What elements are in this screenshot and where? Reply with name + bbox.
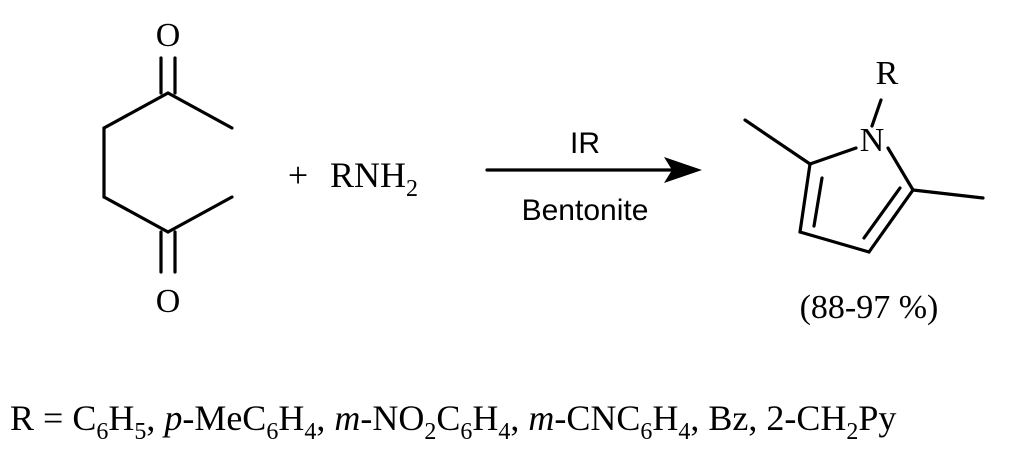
r-definition-segment: H (108, 398, 134, 438)
bond-n-r (870, 98, 883, 128)
r-definition-segment: , (316, 398, 334, 438)
r-definition-segment: 6 (640, 419, 652, 445)
condition-below-arrow: Bentonite (522, 194, 649, 227)
amine-base: RNH (330, 155, 406, 195)
r-definition-segment: -CNC (554, 398, 640, 438)
r-definition-segment: , (510, 398, 528, 438)
bond-c2-c3 (798, 162, 812, 234)
r-definition-segment: C (436, 398, 460, 438)
r-definition-segment: H (472, 398, 498, 438)
r-definition-segment: 4 (304, 419, 316, 445)
bond-c4-c5 (867, 188, 915, 254)
r-definition-segment: 4 (498, 419, 510, 445)
r-definition-segment: m (334, 398, 360, 438)
pyrrole-structure: R N (743, 55, 985, 254)
hexanedione-structure: O O (102, 17, 234, 320)
reaction-arrow (485, 157, 702, 183)
bond-c2-c3-inner (812, 176, 824, 228)
r-definition-segment: H (652, 398, 678, 438)
bond-c2-c3 (102, 91, 170, 130)
substituent-r-label: R (876, 55, 899, 92)
r-definition-segment: 4 (678, 419, 690, 445)
r-group-definition: R = C6H5, p-MeC6H4, m-NO2C6H4, m-CNC6H4,… (10, 398, 896, 445)
r-definition-segment: 6 (460, 419, 472, 445)
r-definition-segment: 2 (424, 419, 436, 445)
bond-c2-methyl (743, 118, 812, 166)
arrow-head (664, 157, 702, 183)
amine-subscript: 2 (406, 176, 418, 202)
r-definition-segment: -MeC (182, 398, 266, 438)
r-definition-segment: 5 (134, 419, 146, 445)
bond-c2-c1 (166, 91, 234, 130)
r-definition-segment: 6 (96, 419, 108, 445)
r-definition-segment: 2 (846, 419, 858, 445)
bond-c5-methyl (911, 188, 985, 200)
r-definition-segment: p (161, 398, 182, 438)
bond-c4-c5-inner (862, 186, 902, 240)
yield-label: (88-97 %) (800, 289, 939, 326)
bond-c5-c6 (166, 195, 234, 234)
bond-c3-c4 (798, 230, 871, 254)
bond-c4-c5 (102, 195, 170, 234)
r-definition-segment: R = C (10, 398, 96, 438)
plus-sign: + (288, 155, 308, 195)
bond-n-c2 (808, 146, 858, 166)
oxygen-bottom-label: O (156, 283, 181, 320)
r-definition-segment: m (528, 398, 554, 438)
r-definition-segment: H (278, 398, 304, 438)
oxygen-top-label: O (156, 17, 181, 54)
r-definition-segment: Py (858, 398, 896, 438)
r-definition-segment: , (146, 398, 164, 438)
r-definition-segment: -NO (360, 398, 424, 438)
bond-n-c5 (886, 146, 915, 192)
amine-formula: RNH2 (330, 155, 418, 202)
r-definition-segment: 6 (266, 419, 278, 445)
r-definition-segment: , Bz, 2-CH (690, 398, 846, 438)
nitrogen-label: N (860, 122, 885, 159)
condition-above-arrow: IR (570, 127, 600, 160)
